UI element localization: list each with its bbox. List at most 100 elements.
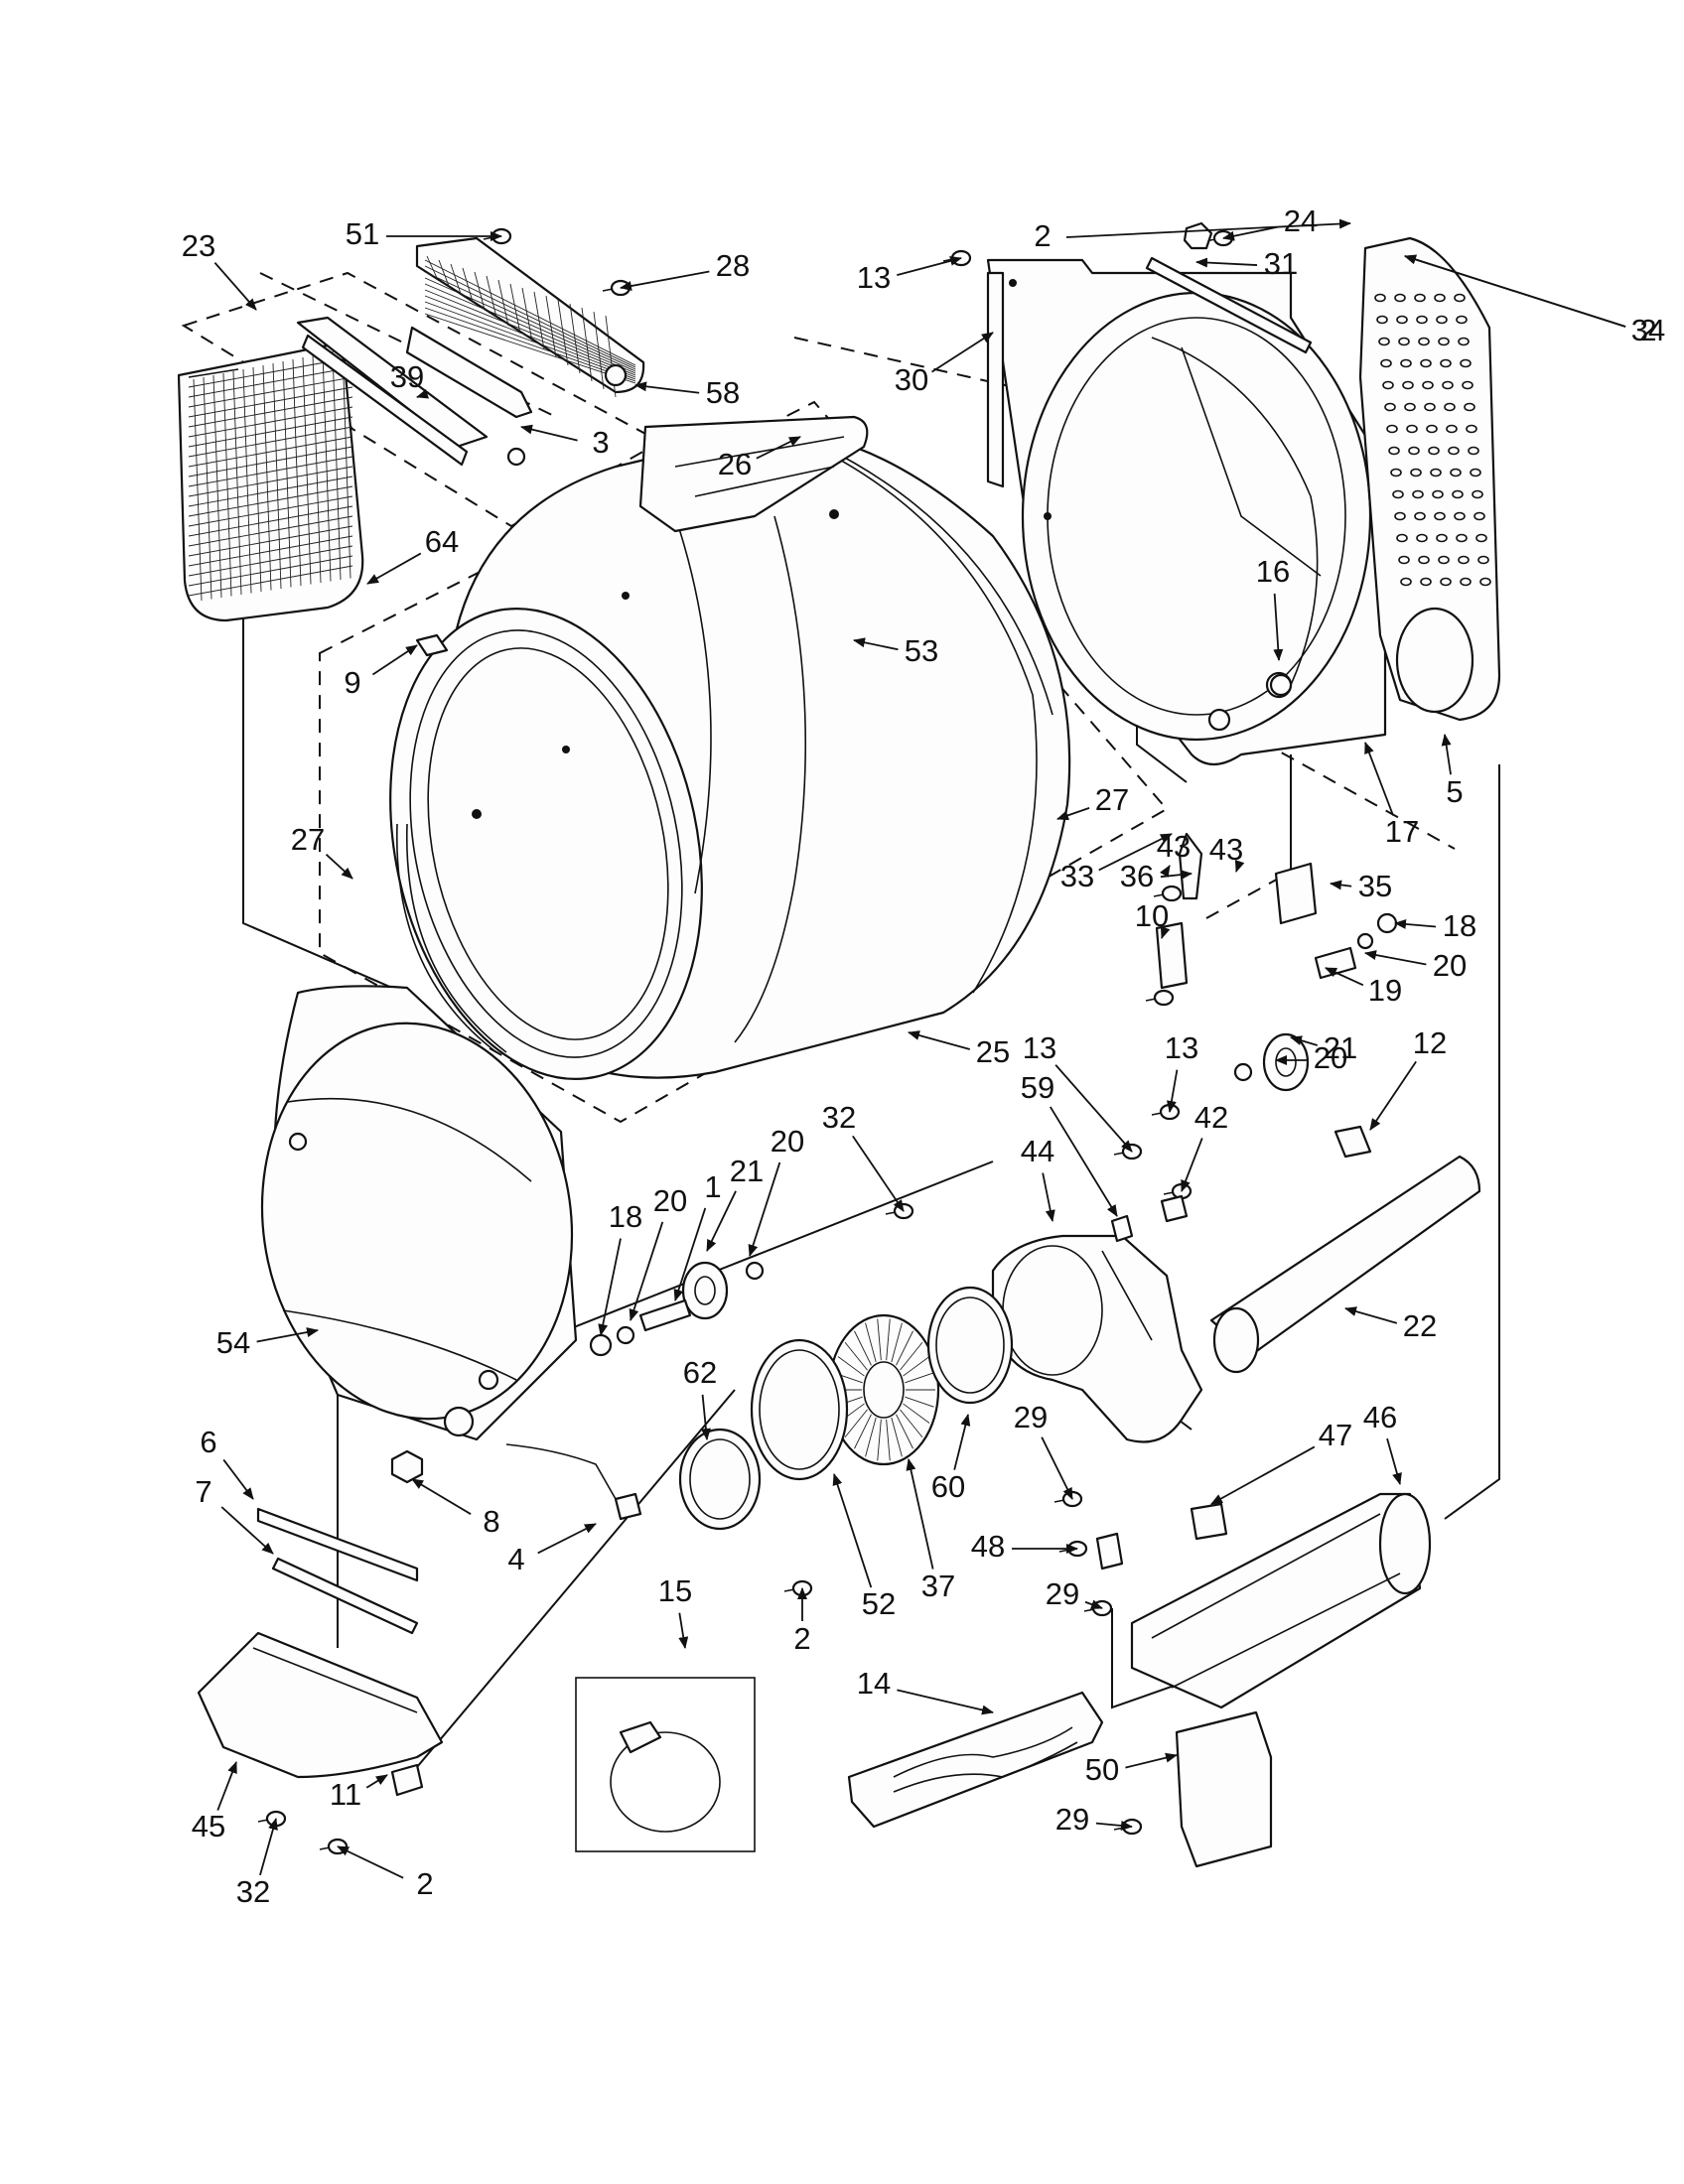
callout-42: 42 (1194, 1100, 1228, 1135)
leader-line-13 (1166, 1069, 1179, 1113)
callout-34: 34 (1631, 313, 1665, 347)
callout-21: 21 (730, 1154, 764, 1188)
rail-31 (1145, 256, 1313, 354)
callout-52: 52 (862, 1586, 896, 1621)
leader-line-11 (365, 1774, 388, 1789)
callout-31: 31 (1264, 246, 1298, 281)
callout-50: 50 (1085, 1752, 1119, 1787)
callout-32: 32 (822, 1100, 856, 1135)
leader-line-15 (678, 1612, 689, 1649)
callout-8: 8 (483, 1504, 499, 1539)
callout-26: 26 (718, 447, 752, 481)
leader-line-43 (1160, 865, 1171, 878)
leader-line-5 (1441, 734, 1452, 775)
leader-line-44 (1042, 1172, 1055, 1222)
callout-18: 18 (609, 1199, 642, 1234)
callout-39: 39 (390, 359, 424, 394)
leader-line-27 (325, 854, 353, 880)
leader-line-42 (1181, 1138, 1203, 1192)
leader-line-18 (1394, 918, 1437, 929)
callout-20: 20 (771, 1124, 804, 1159)
leader-line-14 (897, 1689, 994, 1715)
callout-9: 9 (344, 665, 360, 700)
callout-46: 46 (1363, 1400, 1397, 1434)
leader-line-29 (1084, 1599, 1103, 1609)
callout-62: 62 (683, 1355, 717, 1390)
leader-line-62 (700, 1394, 711, 1440)
leader-line-7 (220, 1506, 274, 1555)
leader-line-22 (1344, 1306, 1398, 1324)
callout-19: 19 (1368, 973, 1402, 1008)
callout-27: 27 (291, 822, 325, 857)
callout-2: 2 (1034, 218, 1051, 253)
callout-35: 35 (1358, 869, 1392, 903)
callout-11: 11 (330, 1777, 361, 1812)
leader-lines (213, 218, 1626, 1879)
leader-line-60 (953, 1414, 971, 1470)
leader-line-37 (906, 1458, 934, 1570)
callout-13: 13 (1165, 1030, 1198, 1065)
rails (256, 1507, 419, 1635)
leader-line-8 (411, 1478, 472, 1515)
screw-icon (942, 249, 972, 267)
callout-2: 2 (1639, 313, 1656, 347)
leader-line-3 (520, 424, 578, 442)
callout-48: 48 (971, 1529, 1005, 1564)
callout-53: 53 (905, 633, 938, 668)
callout-28: 28 (716, 248, 750, 283)
callout-29: 29 (1014, 1400, 1048, 1434)
callout-7: 7 (195, 1474, 211, 1509)
callout-43: 43 (1157, 829, 1191, 864)
leader-line-25 (908, 1030, 971, 1050)
callout-45: 45 (192, 1809, 225, 1843)
callout-14: 14 (857, 1666, 891, 1701)
screw-icon (783, 1579, 813, 1597)
leader-line-24 (1222, 225, 1278, 241)
leader-line-18 (598, 1238, 622, 1336)
callout-20: 20 (653, 1183, 687, 1218)
leader-line-30 (931, 332, 994, 373)
leader-line-31 (1195, 257, 1258, 268)
blower-wheel (827, 1313, 940, 1466)
leader-line-20 (1364, 950, 1427, 966)
callout-20: 20 (1433, 948, 1467, 983)
leader-line-9 (371, 644, 418, 676)
leader-line-23 (213, 262, 257, 311)
leader-line-12 (1369, 1060, 1417, 1131)
hardware (390, 221, 1293, 1797)
callout-58: 58 (706, 375, 740, 410)
leader-line-46 (1386, 1437, 1402, 1485)
callout-30: 30 (895, 362, 928, 397)
screw-icon (319, 1838, 349, 1855)
callout-32: 32 (236, 1874, 270, 1909)
callout-2: 2 (416, 1866, 433, 1901)
callout-5: 5 (1446, 774, 1463, 809)
leader-line-16 (1273, 593, 1284, 661)
heater-thermostats (1095, 1502, 1228, 1570)
callout-6: 6 (200, 1425, 216, 1459)
screw-icon (885, 1202, 914, 1220)
bracket-50 (1175, 1710, 1273, 1868)
front-bulkhead (260, 985, 578, 1441)
switch-parts (1155, 832, 1318, 990)
leader-line-21 (706, 1190, 737, 1252)
leader-line-4 (537, 1523, 597, 1555)
thermostats (1110, 1125, 1372, 1243)
leader-line-33 (1098, 833, 1173, 872)
leader-line-39 (416, 388, 429, 399)
idler-assembly (589, 912, 1398, 1357)
leader-line-50 (1125, 1752, 1178, 1769)
leader-line-47 (1210, 1445, 1316, 1505)
leader-line-34 (1404, 254, 1626, 328)
screw-icon (1151, 1103, 1181, 1121)
callout-37: 37 (921, 1569, 955, 1603)
leader-line-59 (1050, 1106, 1118, 1217)
callout-1: 1 (704, 1169, 721, 1204)
callout-43: 43 (1209, 832, 1243, 867)
exhaust-tube (1209, 1155, 1481, 1374)
leader-line-21 (1290, 1035, 1319, 1046)
leader-line-58 (634, 381, 700, 394)
callout-36: 36 (1120, 859, 1154, 893)
toe-plate (197, 1631, 444, 1779)
